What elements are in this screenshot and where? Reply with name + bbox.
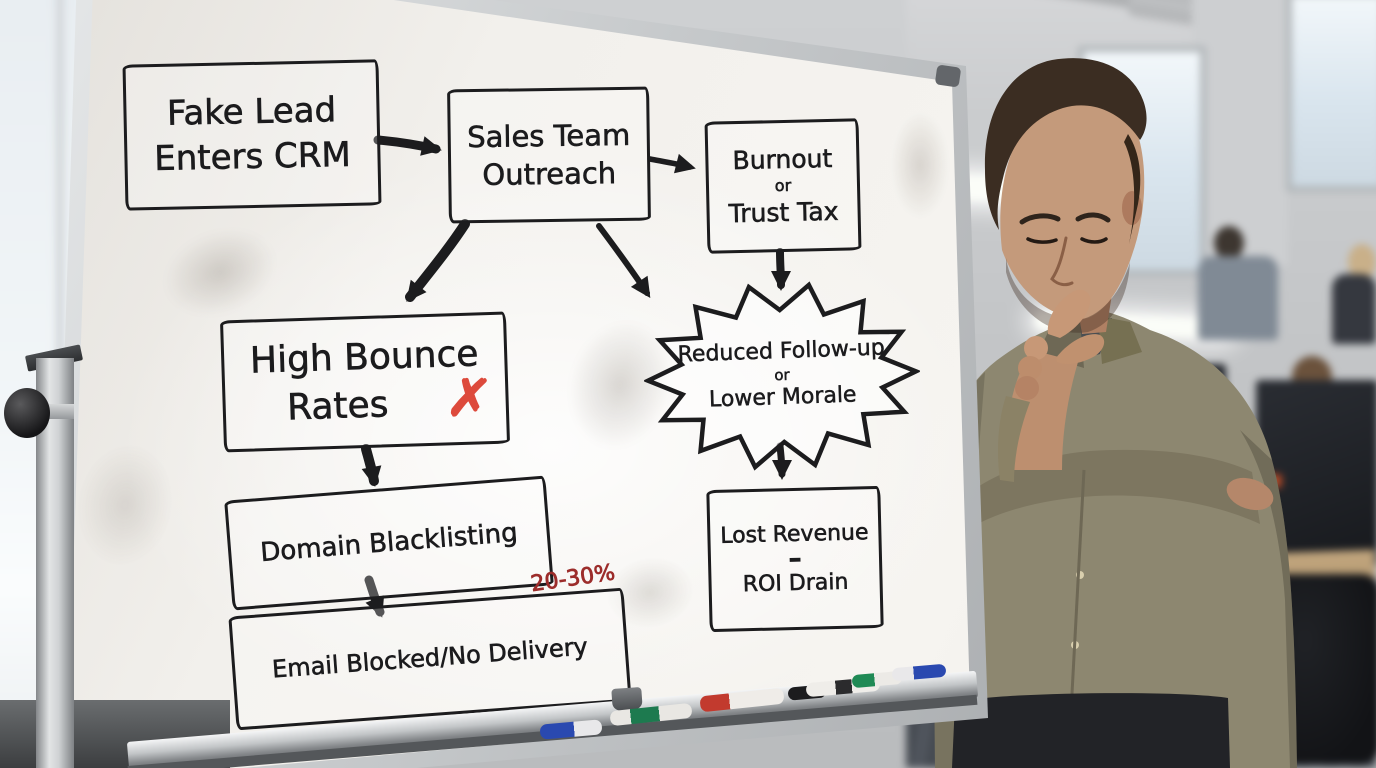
eye-downcast — [1026, 237, 1058, 244]
node-label-line: ROI Drain — [742, 570, 849, 598]
arrow-high-bounce-to-blacklisting — [361, 444, 382, 487]
knob-shaft — [46, 404, 74, 419]
collar — [1098, 316, 1142, 364]
curled-finger — [1024, 336, 1048, 360]
eyebrow — [1019, 213, 1061, 225]
red-x-mark: ✗ — [443, 364, 495, 432]
window — [1286, 0, 1376, 192]
face — [1000, 93, 1145, 319]
stand-knob — [4, 388, 50, 438]
rolled-sleeve — [998, 396, 1030, 482]
coworker-standing — [1198, 256, 1278, 340]
thumb — [1056, 334, 1105, 364]
node-label-or: or — [773, 365, 790, 385]
eye-downcast — [1080, 237, 1108, 244]
node-label-or: or — [774, 175, 792, 196]
node-burnout-trust-tax: Burnout or Trust Tax — [704, 118, 862, 254]
node-label-line: Outreach — [482, 156, 617, 192]
curled-finger — [1015, 376, 1039, 400]
wall-pillar — [1192, 0, 1288, 266]
arrow-reduced-followup-to-lost-revenue — [771, 442, 792, 480]
node-reduced-followup-starburst — [642, 281, 922, 471]
pants — [952, 693, 1230, 768]
beard-stubble — [1006, 258, 1130, 333]
hair-side — [1124, 134, 1141, 244]
node-label-line: Burnout — [732, 143, 833, 176]
arrow-burnout-to-reduced-followup — [770, 248, 791, 291]
node-label-line: Enters CRM — [153, 134, 352, 180]
hair — [984, 58, 1147, 230]
index-finger — [1047, 289, 1091, 338]
node-sales-outreach: Sales Team Outreach — [447, 86, 651, 224]
coworker-head — [1214, 226, 1244, 260]
coworker-seated — [1332, 274, 1376, 344]
node-label-line: Lower Morale — [708, 382, 857, 413]
node-label-line: Domain Blacklisting — [259, 517, 519, 568]
curled-finger — [1018, 356, 1042, 380]
node-label-line: Reduced Follow-up — [677, 335, 886, 368]
arrow-fake-lead-to-sales — [373, 135, 442, 156]
arrow-blacklisting-to-email-blocked — [364, 575, 385, 618]
arrow-sales-to-high-bounce — [405, 219, 470, 302]
node-label-line: High Bounce — [249, 333, 480, 383]
node-label-dash: – — [788, 543, 802, 574]
left-hand — [1226, 477, 1274, 511]
eyebrow — [1075, 212, 1111, 223]
starburst-outline — [642, 281, 922, 471]
shirt-shadow — [1240, 430, 1297, 768]
crossed-arm — [936, 449, 1260, 548]
node-label-line: Trust Tax — [728, 196, 839, 229]
node-reduced-followup-label: Reduced Follow-up or Lower Morale — [655, 296, 908, 455]
node-lost-revenue: Lost Revenue – ROI Drain — [706, 485, 884, 633]
node-label-line: Rates — [286, 384, 390, 429]
node-label-line: Email Blocked/No Delivery — [271, 632, 589, 684]
node-label-line: Sales Team — [466, 117, 631, 154]
node-label-line: Fake Lead — [166, 90, 337, 134]
node-high-bounce: High Bounce Rates ✗ — [219, 311, 511, 453]
arrow-sales-to-burnout — [647, 153, 696, 174]
arrow-sales-to-reduced-followup — [596, 223, 651, 298]
eraser-smudge — [880, 90, 960, 240]
node-fake-lead: Fake Lead Enters CRM — [122, 59, 382, 211]
nose — [1050, 236, 1074, 287]
